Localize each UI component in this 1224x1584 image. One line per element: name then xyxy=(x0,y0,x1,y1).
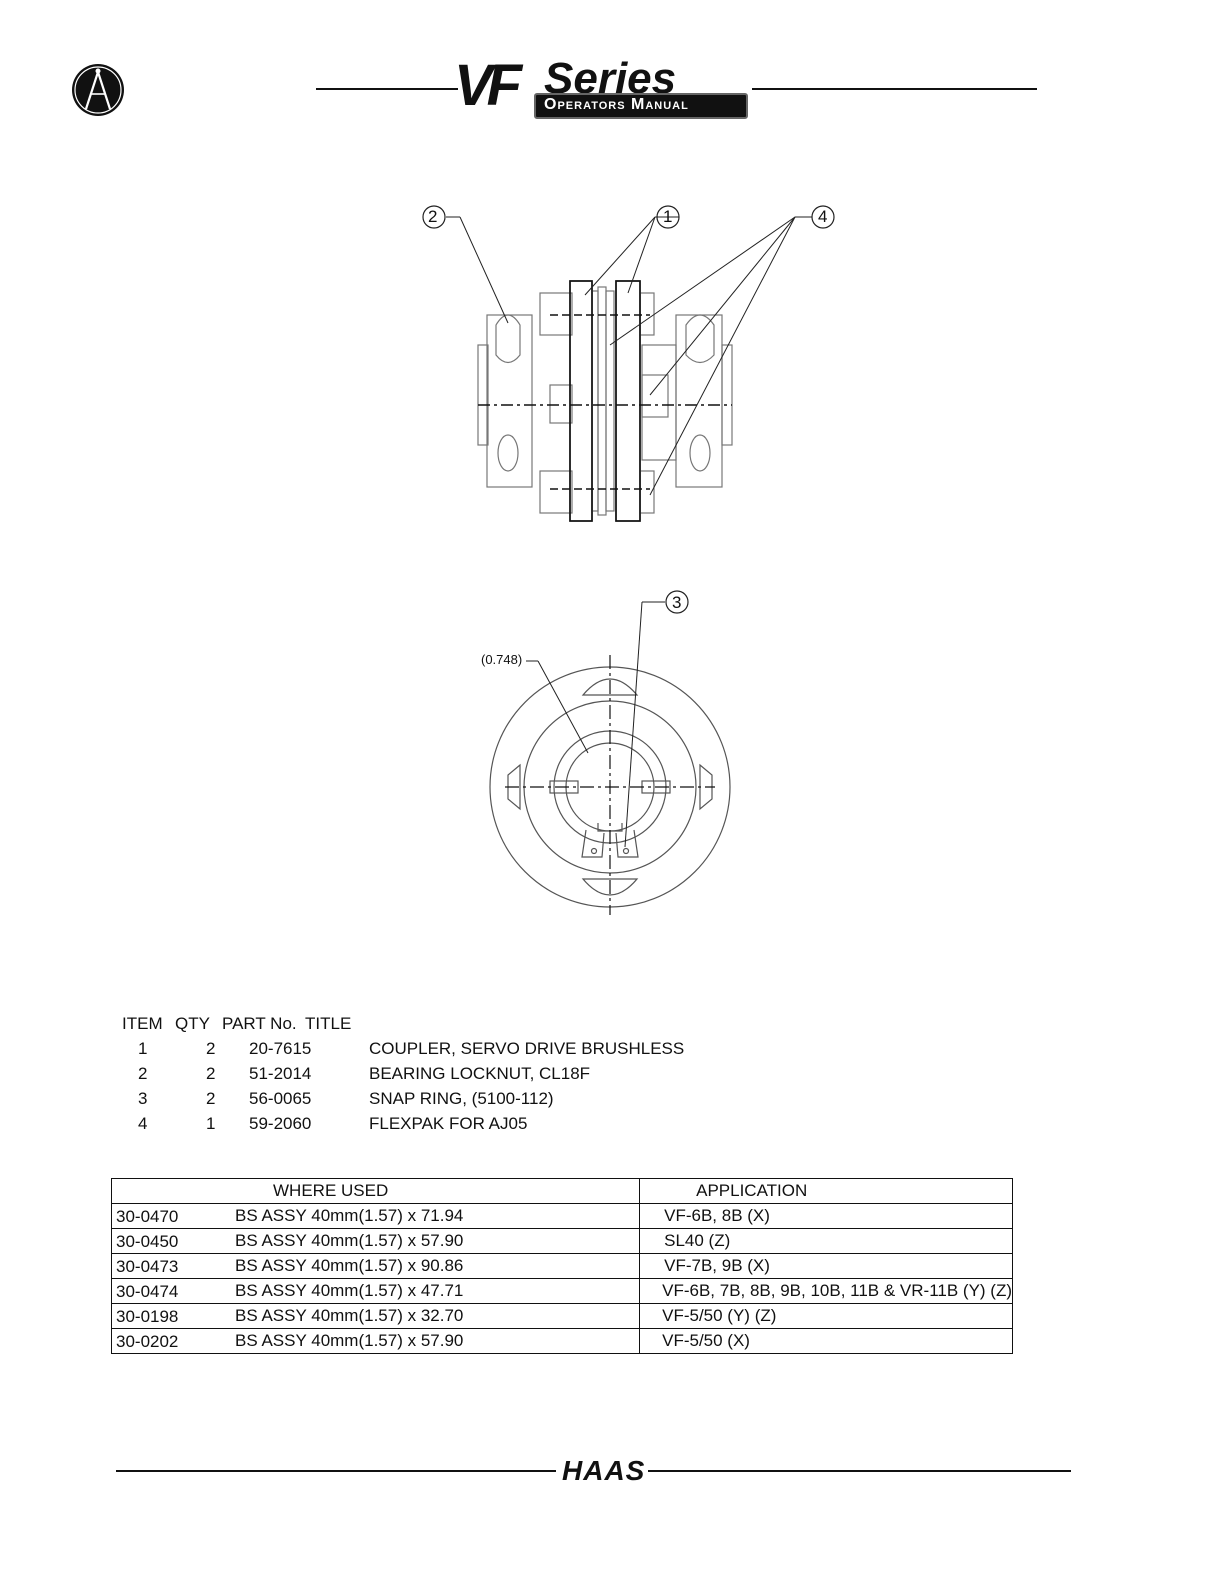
item-title: BEARING LOCKNUT, CL18F xyxy=(369,1064,591,1083)
hdr-where-used: WHERE USED xyxy=(110,1178,641,1204)
application-cell: VF-5/50 (Y) (Z) xyxy=(639,1303,1013,1329)
hdr-part: PART No. xyxy=(222,1014,297,1033)
application-cell: VF-6B, 8B (X) xyxy=(639,1203,1013,1229)
item-no: 2 xyxy=(138,1064,148,1083)
where-used-cell: 30-0202 BS ASSY 40mm(1.57) x 57.90 xyxy=(110,1328,641,1354)
compass-logo xyxy=(70,62,126,118)
item-title: COUPLER, SERVO DRIVE BRUSHLESS xyxy=(369,1039,685,1058)
item-part: 20-7615 xyxy=(249,1039,312,1058)
table-row: 30-0450 BS ASSY 40mm(1.57) x 57.90 SL40 … xyxy=(110,1228,1013,1254)
assy-desc: BS ASSY 40mm(1.57) x 32.70 xyxy=(235,1306,464,1325)
header-rule-left xyxy=(316,88,458,90)
application-cell: VF-5/50 (X) xyxy=(639,1328,1013,1354)
header-rule-right xyxy=(752,88,1037,90)
brand-sub: Operators Manual xyxy=(544,96,689,113)
table-header-row: WHERE USED APPLICATION xyxy=(110,1178,1013,1204)
assy-desc: BS ASSY 40mm(1.57) x 47.71 xyxy=(235,1281,464,1300)
footer-rule-right xyxy=(648,1470,1071,1472)
item-part: 56-0065 xyxy=(249,1089,312,1108)
assy-desc: BS ASSY 40mm(1.57) x 71.94 xyxy=(235,1206,464,1225)
brand-main: VF xyxy=(454,53,522,118)
callout-3-label: 3 xyxy=(672,593,682,612)
hdr-qty: QTY xyxy=(175,1014,210,1033)
hdr-item: ITEM xyxy=(122,1014,163,1033)
callout-1-label: 1 xyxy=(663,207,673,226)
item-part: 51-2014 xyxy=(249,1064,312,1083)
brand-sub-box: Operators Manual xyxy=(534,93,748,119)
where-used-cell: 30-0474 BS ASSY 40mm(1.57) x 47.71 xyxy=(110,1278,641,1304)
coupler-side-view xyxy=(422,205,835,522)
haas-logo: HAAS xyxy=(562,1455,646,1486)
item-qty: 2 xyxy=(206,1039,216,1058)
callout-2 xyxy=(422,205,446,229)
item-part: 59-2060 xyxy=(249,1114,312,1133)
item-no: 4 xyxy=(138,1114,148,1133)
where-used-table: WHERE USED APPLICATION 30-0470 BS ASSY 4… xyxy=(110,1178,1013,1354)
vf-series-logo: VF Series Operators Manual xyxy=(452,53,752,120)
hdr-application: APPLICATION xyxy=(639,1178,1013,1204)
table-row: 30-0470 BS ASSY 40mm(1.57) x 71.94 VF-6B… xyxy=(110,1203,1013,1229)
hdr-title: TITLE xyxy=(305,1014,352,1033)
assy-desc: BS ASSY 40mm(1.57) x 57.90 xyxy=(235,1331,464,1350)
coupler-end-view xyxy=(489,590,731,915)
assy-part: 30-0198 xyxy=(116,1307,179,1326)
assy-desc: BS ASSY 40mm(1.57) x 57.90 xyxy=(235,1231,464,1250)
application-cell: VF-6B, 7B, 8B, 9B, 10B, 11B & VR-11B (Y)… xyxy=(639,1278,1013,1304)
table-row: 30-0473 BS ASSY 40mm(1.57) x 90.86 VF-7B… xyxy=(110,1253,1013,1279)
item-title: SNAP RING, (5100-112) xyxy=(369,1089,554,1108)
table-row: 30-0198 BS ASSY 40mm(1.57) x 32.70 VF-5/… xyxy=(110,1303,1013,1329)
item-qty: 1 xyxy=(206,1114,216,1133)
where-used-cell: 30-0450 BS ASSY 40mm(1.57) x 57.90 xyxy=(110,1228,641,1254)
table-row: 30-0474 BS ASSY 40mm(1.57) x 47.71 VF-6B… xyxy=(110,1278,1013,1304)
callout-3 xyxy=(665,590,689,614)
item-no: 1 xyxy=(138,1039,148,1058)
callout-4-label: 4 xyxy=(818,207,828,226)
compass-icon xyxy=(72,64,124,116)
assy-part: 30-0450 xyxy=(116,1232,179,1251)
footer-rule-left xyxy=(116,1470,556,1472)
callout-2-label: 2 xyxy=(428,207,438,226)
item-qty: 2 xyxy=(206,1089,216,1108)
assy-part: 30-0474 xyxy=(116,1282,179,1301)
where-used-cell: 30-0473 BS ASSY 40mm(1.57) x 90.86 xyxy=(110,1253,641,1279)
where-used-cell: 30-0198 BS ASSY 40mm(1.57) x 32.70 xyxy=(110,1303,641,1329)
item-title: FLEXPAK FOR AJ05 xyxy=(369,1114,528,1133)
table-row: 30-0202 BS ASSY 40mm(1.57) x 57.90 VF-5/… xyxy=(110,1328,1013,1354)
application-cell: SL40 (Z) xyxy=(639,1228,1013,1254)
application-cell: VF-7B, 9B (X) xyxy=(639,1253,1013,1279)
assy-part: 30-0470 xyxy=(116,1207,179,1226)
assy-desc: BS ASSY 40mm(1.57) x 90.86 xyxy=(235,1256,464,1275)
assy-part: 30-0202 xyxy=(116,1332,179,1351)
item-no: 3 xyxy=(138,1089,148,1108)
item-qty: 2 xyxy=(206,1064,216,1083)
dimension-label: (0.748) xyxy=(481,652,523,667)
assy-part: 30-0473 xyxy=(116,1257,179,1276)
where-used-cell: 30-0470 BS ASSY 40mm(1.57) x 71.94 xyxy=(110,1203,641,1229)
